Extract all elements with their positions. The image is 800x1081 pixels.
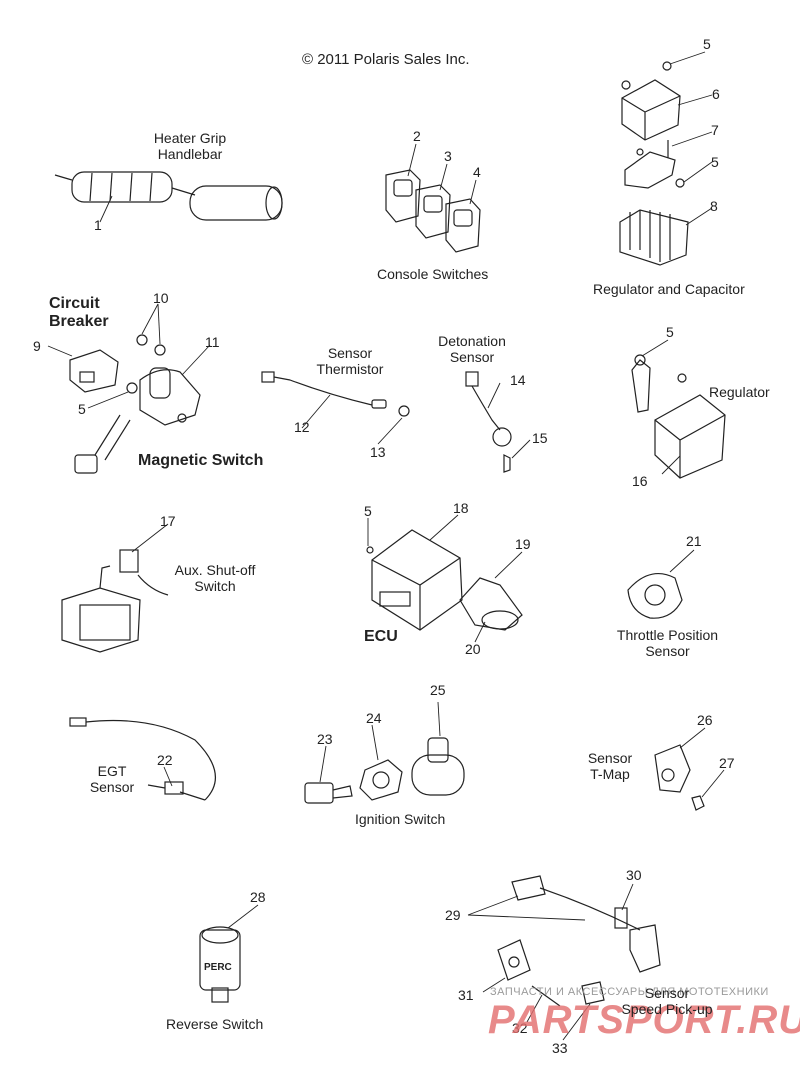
ignition-switch-drawing (304, 737, 465, 804)
ecu-drawing (366, 529, 523, 631)
watermark-logo: PARTSPORT.RU (488, 998, 800, 1042)
callout-8: 8 (710, 198, 718, 214)
watermark-tagline: ЗАПЧАСТИ И АКСЕССУАРЫ ДЛЯ МОТОТЕХНИКИ (490, 986, 769, 998)
callout-2: 2 (413, 128, 421, 144)
callout-26: 26 (697, 712, 713, 728)
callout-3: 3 (444, 148, 452, 164)
label-circuit-breaker: Circuit Breaker (49, 295, 109, 330)
sensor-thermistor-drawing (261, 371, 410, 417)
aux-shutoff-drawing (61, 549, 169, 653)
callout-10: 10 (153, 290, 169, 306)
sensor-tmap-drawing (654, 744, 705, 811)
label-sensor-thermistor: Sensor Thermistor (316, 345, 384, 377)
callout-5c: 5 (78, 401, 86, 417)
regulator-capacitor-drawing (619, 61, 689, 266)
label-throttle-position: Throttle Position Sensor (616, 627, 719, 659)
callout-5a: 5 (703, 36, 711, 52)
label-ecu: ECU (364, 628, 398, 645)
callout-1: 1 (94, 217, 102, 233)
label-egt-sensor: EGT Sensor (89, 763, 135, 795)
reverse-switch-drawing (199, 926, 241, 1003)
callout-30: 30 (626, 867, 642, 883)
label-sensor-speed: Sensor Speed Pick-up (621, 985, 713, 1017)
callout-20: 20 (465, 641, 481, 657)
callout-4: 4 (473, 164, 481, 180)
leader-lines (47, 51, 725, 1041)
callout-28: 28 (250, 889, 266, 905)
callout-32: 32 (512, 1020, 528, 1036)
label-regulator-capacitor: Regulator and Capacitor (593, 281, 745, 297)
callout-33: 33 (552, 1040, 568, 1056)
label-reverse-switch: Reverse Switch (166, 1016, 264, 1032)
detonation-sensor-drawing (465, 371, 512, 473)
magnetic-switch-drawing (74, 367, 201, 474)
circuit-breaker-drawing (69, 334, 166, 394)
label-heater-grip: Heater Grip Handlebar (153, 130, 227, 162)
label-sensor-tmap: Sensor T-Map (587, 750, 633, 782)
callout-25: 25 (430, 682, 446, 698)
callout-16: 16 (632, 473, 648, 489)
label-regulator: Regulator (709, 384, 770, 400)
label-console-switches: Console Switches (377, 266, 489, 282)
sensor-speed-drawing (497, 875, 661, 1007)
callout-9: 9 (33, 338, 41, 354)
callout-23: 23 (317, 731, 333, 747)
console-switches-drawing (385, 169, 481, 253)
callout-11: 11 (205, 334, 220, 350)
heater-grip-drawing (54, 171, 283, 221)
callout-19: 19 (515, 536, 531, 552)
callout-5b: 5 (711, 154, 719, 170)
callout-15: 15 (532, 430, 548, 446)
callout-24: 24 (366, 710, 382, 726)
perc-label: PERC (204, 962, 232, 973)
callout-18: 18 (453, 500, 469, 516)
copyright-text: © 2011 Polaris Sales Inc. (302, 51, 470, 68)
callout-22: 22 (157, 752, 173, 768)
label-detonation-sensor: Detonation Sensor (438, 333, 506, 365)
callout-14: 14 (510, 372, 526, 388)
callout-5e: 5 (364, 503, 372, 519)
callout-5d: 5 (666, 324, 674, 340)
callout-17: 17 (160, 513, 176, 529)
regulator-drawing (631, 354, 726, 479)
callout-21: 21 (686, 533, 702, 549)
egt-sensor-drawing (69, 717, 216, 801)
label-magnetic-switch: Magnetic Switch (138, 452, 264, 469)
callout-12: 12 (294, 419, 310, 435)
callout-6: 6 (712, 86, 720, 102)
label-aux-shutoff: Aux. Shut-off Switch (174, 562, 256, 594)
label-ignition-switch: Ignition Switch (355, 811, 446, 827)
callout-31: 31 (458, 987, 474, 1003)
callout-7: 7 (711, 122, 719, 138)
callout-13: 13 (370, 444, 386, 460)
callout-29: 29 (445, 907, 461, 923)
throttle-position-drawing (627, 572, 683, 619)
callout-27: 27 (719, 755, 735, 771)
